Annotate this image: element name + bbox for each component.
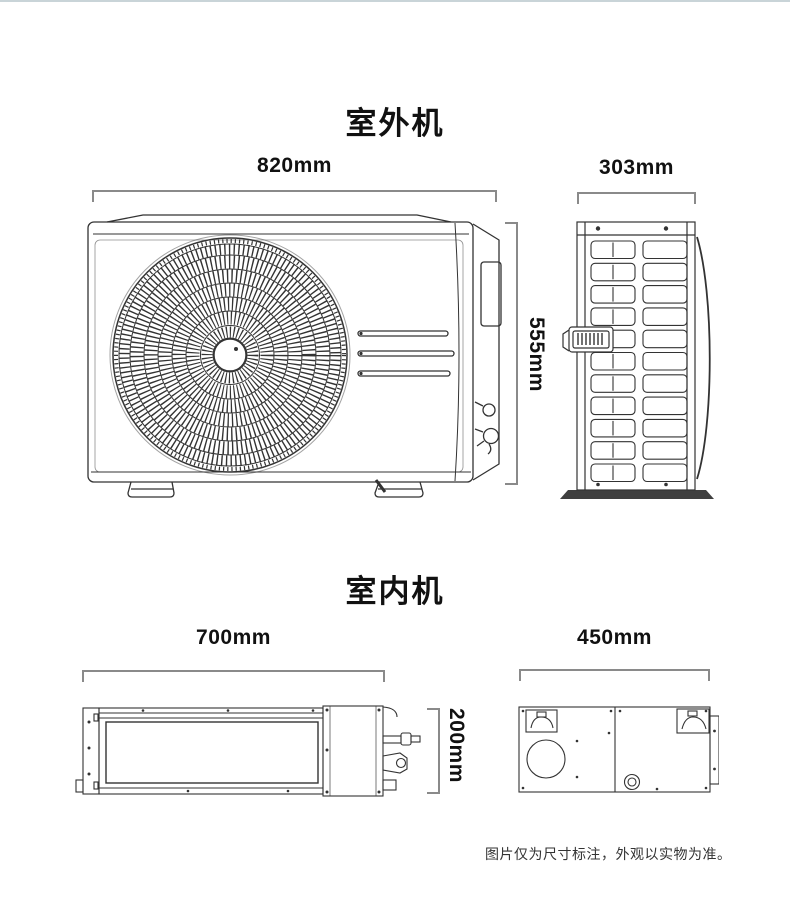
outdoor-height-label: 555mm [525, 317, 548, 392]
vent-slot [642, 351, 688, 371]
outdoor-side-width-label: 303mm [599, 156, 674, 179]
outdoor-side-width-bracket [577, 192, 696, 204]
vent-slot [642, 285, 688, 304]
outdoor-side-drawing [558, 213, 718, 505]
vent-slot [590, 374, 636, 393]
vent-slot [590, 285, 636, 304]
indoor-front-drawing [68, 700, 440, 800]
vent-slot [642, 262, 688, 282]
indoor-side-width-label: 450mm [577, 626, 652, 649]
vent-slot [590, 418, 636, 438]
vent-slot [642, 418, 688, 438]
vent-grid [590, 240, 688, 483]
indoor-side-width-bracket [519, 669, 710, 681]
outdoor-front-body [87, 214, 502, 498]
disclaimer-text: 图片仅为尺寸标注，外观以实物为准。 [485, 846, 732, 862]
vent-slot [590, 262, 636, 282]
indoor-height-bracket [427, 708, 440, 794]
side-flange [709, 715, 719, 785]
pipe-fittings [474, 401, 500, 455]
vent-slot [642, 396, 688, 416]
indoor-front-body [75, 705, 421, 797]
vent-slot [590, 463, 636, 483]
vent-slot [642, 307, 688, 326]
side-bracket-tab [480, 261, 502, 327]
vent-slot [642, 240, 688, 260]
indoor-bottom-body [518, 706, 719, 793]
fan-opening [526, 739, 566, 779]
outdoor-front-svg [87, 214, 502, 498]
outdoor-height-bracket [505, 222, 518, 485]
outdoor-side-svg [560, 221, 714, 499]
drain-port [623, 773, 641, 791]
vent-slot [590, 240, 636, 260]
indoor-bottom-drawing [517, 703, 719, 795]
indoor-unit-title: 室内机 [345, 574, 445, 609]
outdoor-front-width-label: 820mm [257, 154, 332, 177]
hanger-bracket-right [676, 708, 710, 734]
vent-slot [590, 396, 636, 416]
vent-slot [642, 463, 688, 483]
vent-slot [590, 351, 636, 371]
hanger-bracket-left [525, 709, 558, 733]
outdoor-front-width-bracket [92, 190, 497, 202]
indoor-front-width-label: 700mm [196, 626, 271, 649]
fan-hub [213, 338, 247, 372]
indoor-bottom-svg [518, 706, 719, 793]
air-opening [105, 721, 319, 784]
mount-clip [75, 779, 84, 793]
vent-slot [642, 374, 688, 393]
side-vents [357, 330, 455, 377]
control-box [322, 705, 398, 797]
page-top-border [0, 0, 790, 2]
refrigerant-pipes [382, 732, 421, 791]
indoor-front-svg [75, 705, 421, 797]
indoor-height-label: 200mm [445, 708, 468, 783]
fan-grille [109, 234, 351, 476]
outdoor-side-body [560, 221, 714, 499]
carry-handle [562, 326, 614, 353]
outdoor-unit-title: 室外机 [345, 106, 445, 141]
vent-slot [642, 329, 688, 349]
indoor-front-width-bracket [82, 670, 385, 682]
vent-slot [590, 307, 636, 326]
base-plate [560, 490, 714, 499]
outdoor-front-drawing [85, 210, 505, 502]
vent-slot [642, 441, 688, 460]
vent-slot [590, 441, 636, 460]
curved-panel-edge [696, 236, 711, 480]
mounting-feet [127, 479, 424, 498]
